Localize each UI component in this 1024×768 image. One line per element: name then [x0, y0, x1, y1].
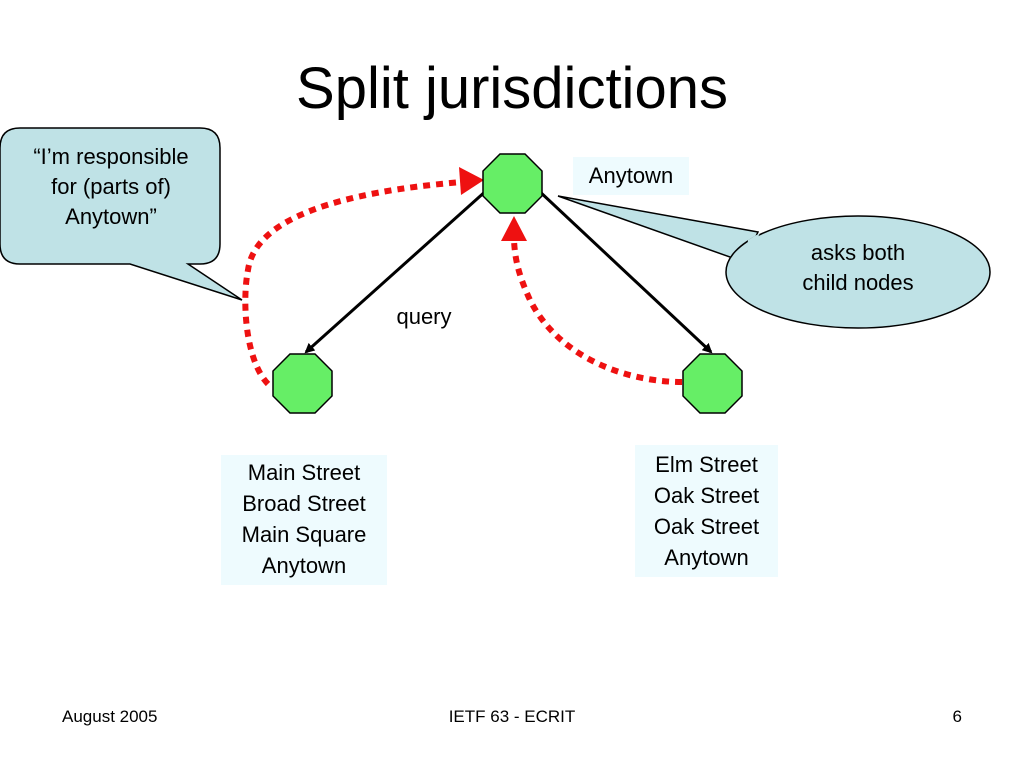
right-child-node: [682, 353, 743, 414]
response-arrowhead-right: [501, 216, 527, 241]
footer-date: August 2005: [62, 707, 158, 726]
callout-right-line: asks both: [810, 240, 906, 265]
street-item: Main Square: [241, 522, 367, 547]
street-item: Elm Street: [655, 452, 758, 477]
street-item: Anytown: [664, 545, 749, 570]
footer-page-number: 6: [952, 707, 962, 726]
callout-left-text: “I’m responsible for (parts of) Anytown”: [0, 142, 222, 232]
callout-right-shape: [725, 215, 991, 329]
root-node: [482, 153, 543, 214]
root-label: Anytown: [573, 157, 689, 195]
right-child-streets: Elm Street Oak Street Oak Street Anytown: [635, 445, 778, 577]
left-child-streets: Main Street Broad Street Main Square Any…: [221, 455, 387, 585]
street-item: Anytown: [261, 553, 347, 578]
street-item: Broad Street: [242, 491, 366, 516]
callout-left-line: “I’m responsible: [33, 144, 189, 169]
callout-left-line: for (parts of): [51, 174, 171, 199]
response-arrowhead-left: [459, 167, 484, 195]
query-edge-left: [304, 188, 489, 354]
callout-left-shape: [0, 127, 243, 301]
response-path-right: [511, 239, 683, 385]
street-item: Oak Street: [653, 514, 760, 539]
callout-right-line: child nodes: [802, 270, 914, 295]
callout-left-line: Anytown”: [65, 204, 157, 229]
street-item: Main Street: [247, 460, 361, 485]
street-item: Oak Street: [653, 483, 760, 508]
callout-right-text: asks both child nodes: [726, 238, 990, 298]
query-edge-right: [536, 188, 713, 354]
footer-event: IETF 63 - ECRIT: [448, 707, 576, 726]
query-label: query: [396, 304, 452, 329]
slide-title: Split jurisdictions: [296, 56, 728, 121]
left-child-node: [272, 353, 333, 414]
response-path-left: [242, 179, 463, 387]
